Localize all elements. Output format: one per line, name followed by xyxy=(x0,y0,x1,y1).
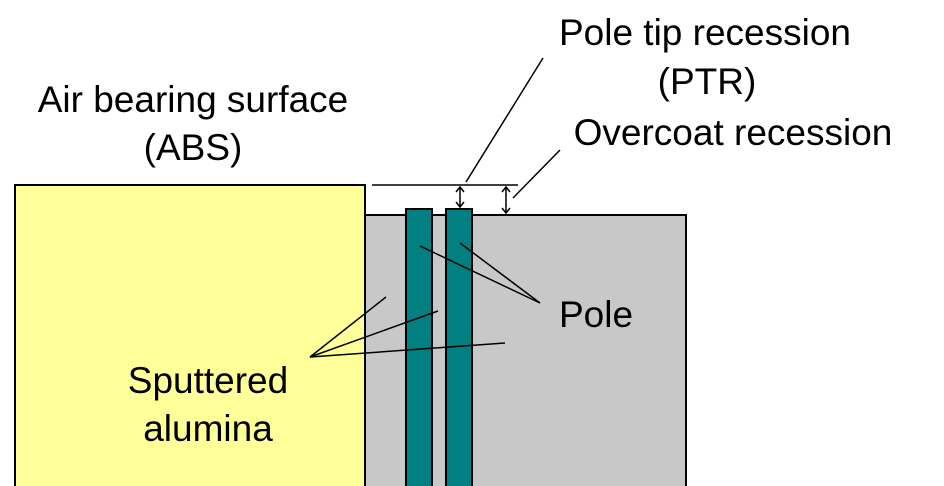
pole-leader-line-left xyxy=(419,245,541,304)
alumina-leader-line-2 xyxy=(309,310,439,358)
pole-leader-line-right xyxy=(459,242,541,304)
ptr-label-line2: (PTR) xyxy=(658,61,757,102)
ptr-dimension-arrow xyxy=(455,185,465,209)
overcoat-dimension-arrow xyxy=(501,185,511,215)
alumina-label-line1: Sputtered xyxy=(128,360,288,401)
abs-label-line2: (ABS) xyxy=(144,127,243,168)
alumina-leader-line-3 xyxy=(309,342,506,358)
leader-lines xyxy=(309,57,561,358)
ptr-label-line1: Pole tip recession xyxy=(559,12,851,53)
pole-label: Pole xyxy=(559,294,633,335)
overcoat-label: Overcoat recession xyxy=(574,112,893,153)
abs-label-line1: Air bearing surface xyxy=(38,79,349,120)
slider-body xyxy=(14,184,366,486)
ptr-leader-line xyxy=(465,57,544,183)
alumina-leader-line-1 xyxy=(309,296,387,358)
overcoat-leader-line xyxy=(512,149,561,199)
alumina-label-line2: alumina xyxy=(143,408,273,449)
